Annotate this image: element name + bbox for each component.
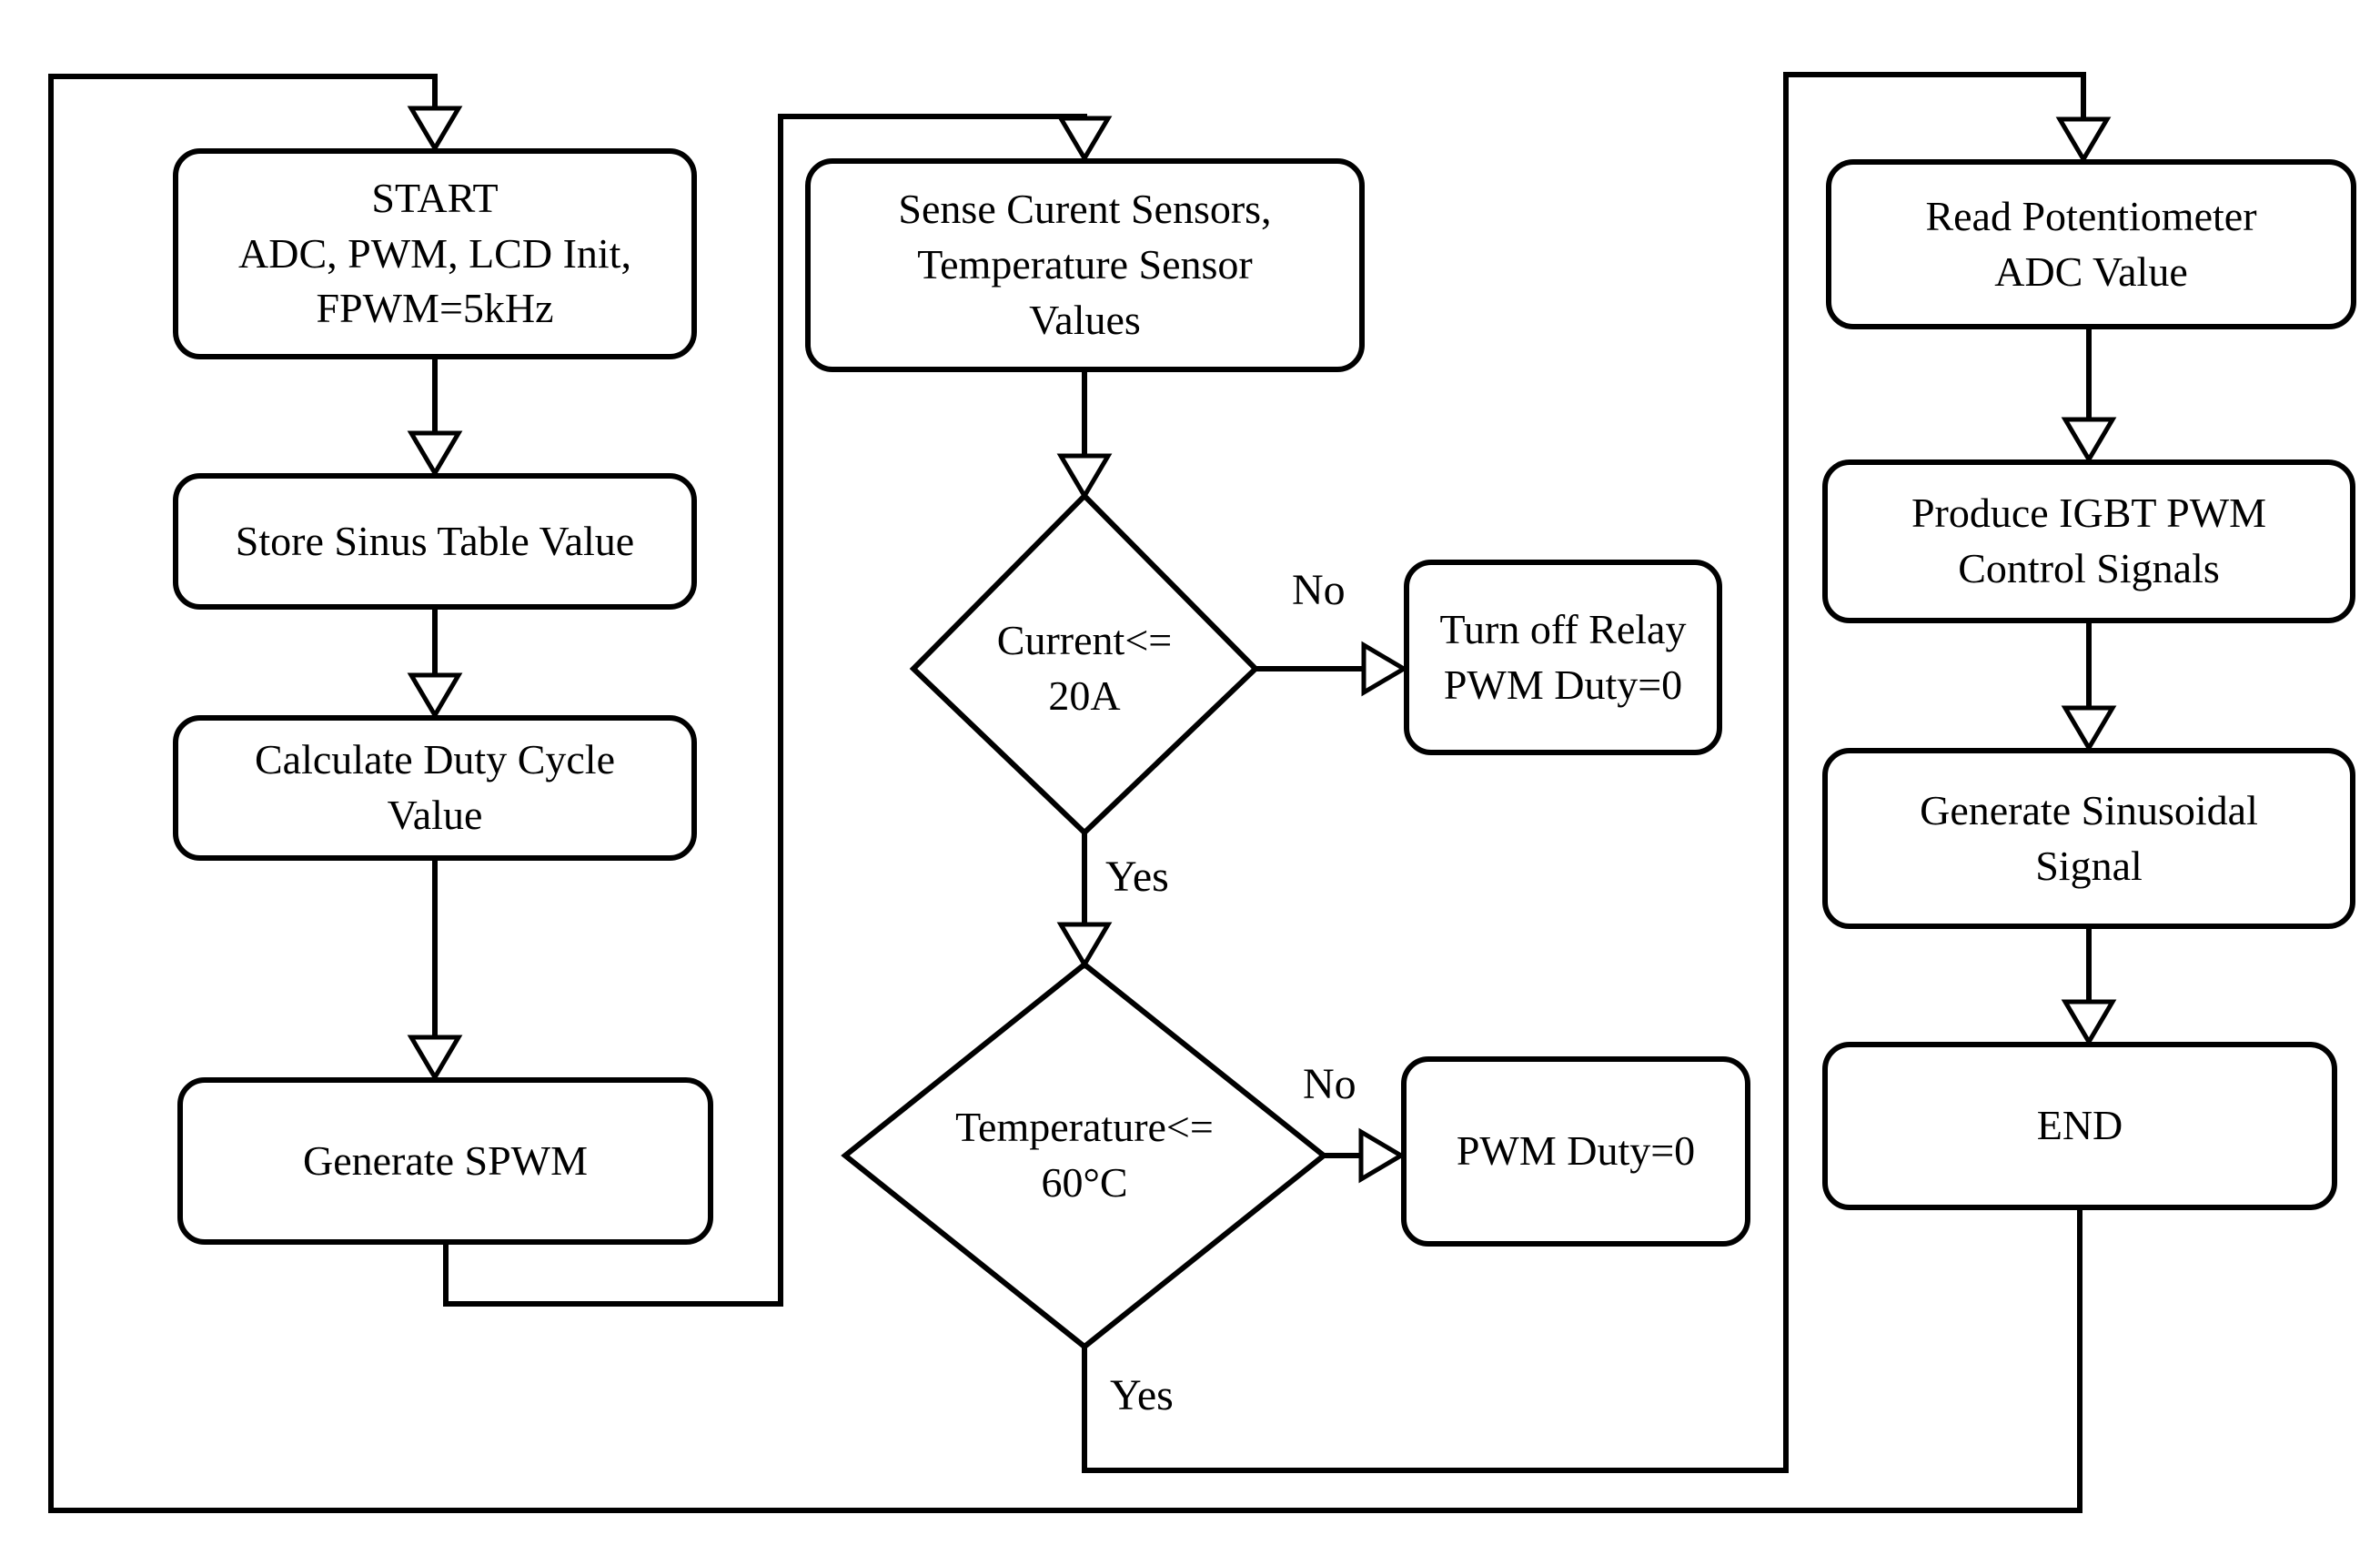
arrowhead-into-pwm-duty-zero bbox=[1358, 1127, 1406, 1184]
node-store-sinus-table: Store Sinus Table Value bbox=[173, 473, 697, 610]
arrowhead-into-start bbox=[407, 106, 463, 153]
arrowhead-into-produce bbox=[2061, 417, 2117, 464]
node-turn-off-relay: Turn off Relay PWM Duty=0 bbox=[1404, 560, 1722, 755]
edge-label-current-yes: Yes bbox=[1105, 853, 1169, 901]
arrowhead-into-turn-off-relay bbox=[1361, 641, 1408, 697]
node-generate-spwm: Generate SPWM bbox=[177, 1077, 713, 1245]
arrowhead-into-store bbox=[407, 430, 463, 478]
edge-temp-yes-loop bbox=[1082, 72, 2086, 1473]
node-sense-sensors: Sense Curent Sensors, Temperature Sensor… bbox=[805, 158, 1365, 372]
node-start: START ADC, PWM, LCD Init, FPWM=5kHz bbox=[173, 148, 697, 359]
node-read-potentiometer: Read Potentiometer ADC Value bbox=[1826, 159, 2356, 329]
diamond-temp-check-label: Temperature<= 60°C bbox=[955, 1104, 1214, 1206]
node-end: END bbox=[1822, 1042, 2337, 1210]
node-generate-sinusoidal: Generate Sinusoidal Signal bbox=[1822, 748, 2355, 929]
arrowhead-into-current-check bbox=[1056, 453, 1113, 500]
edge-label-temp-no: No bbox=[1303, 1060, 1356, 1108]
arrowhead-into-temp-check bbox=[1056, 922, 1113, 969]
arrowhead-into-spwm bbox=[407, 1035, 463, 1082]
edge-end-loop-to-start bbox=[48, 74, 2082, 1513]
node-calculate-duty-cycle: Calculate Duty Cycle Value bbox=[173, 715, 697, 861]
arrowhead-into-calc bbox=[407, 672, 463, 720]
diamond-current-check-label: Current<= 20A bbox=[996, 617, 1173, 719]
arrowhead-into-gensin bbox=[2061, 705, 2117, 752]
arrowhead-into-read-pot bbox=[2055, 116, 2112, 164]
arrowhead-into-sense bbox=[1056, 116, 1113, 163]
node-produce-igbt-pwm: Produce IGBT PWM Control Signals bbox=[1822, 459, 2355, 623]
edge-label-temp-yes: Yes bbox=[1110, 1371, 1174, 1419]
node-pwm-duty-zero: PWM Duty=0 bbox=[1401, 1056, 1750, 1247]
edge-label-current-no: No bbox=[1292, 566, 1346, 614]
arrowhead-into-end bbox=[2061, 999, 2117, 1046]
